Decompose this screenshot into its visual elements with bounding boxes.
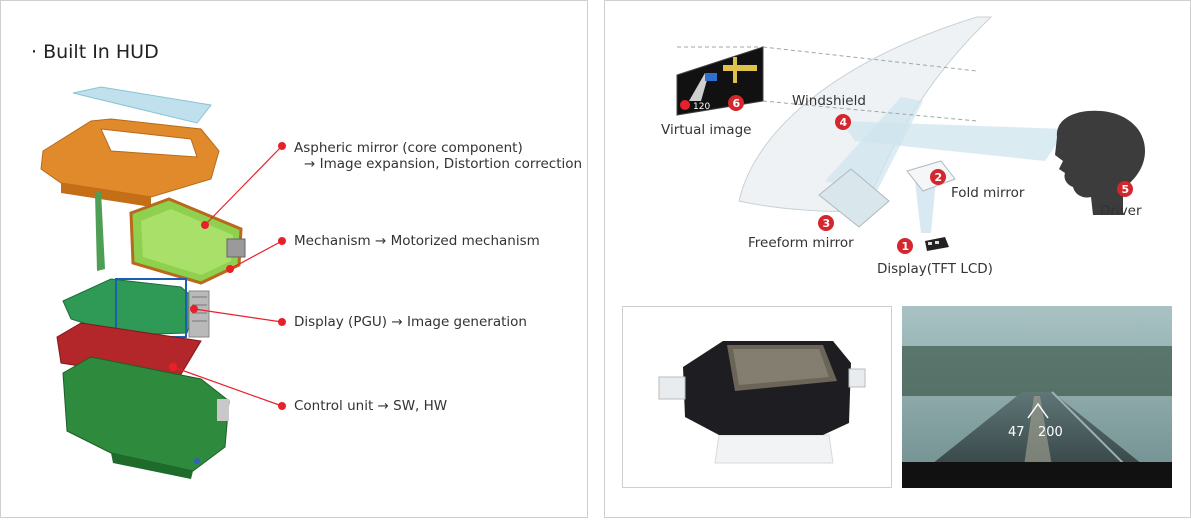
- callout-mechanism: Mechanism → Motorized mechanism: [294, 233, 540, 249]
- road-hud-scene: 47 200: [902, 306, 1172, 488]
- hud-unit-illustration: [658, 341, 866, 464]
- green-housing: [62, 356, 230, 479]
- callout-display: Display (PGU) → Image generation: [294, 314, 527, 330]
- virtual-image-panel: 120: [676, 46, 764, 116]
- virtual-image-speed: 120: [693, 102, 710, 112]
- beam-lower: [825, 97, 923, 191]
- hud-exploded-view: [40, 86, 286, 479]
- hud-unit-photo: [622, 306, 892, 488]
- road-hud-photo: 47 200: [902, 306, 1172, 488]
- marker-6: [728, 95, 744, 111]
- label-freeform-mirror: Freeform mirror: [748, 235, 854, 251]
- marker-6-label: 6: [733, 97, 741, 110]
- road-hud-speed: 47: [1008, 425, 1025, 440]
- windshield-shape: [738, 16, 993, 213]
- projection-lines: [677, 46, 978, 122]
- marker-3: [818, 215, 834, 231]
- marker-1-label: 1: [902, 240, 910, 253]
- callout-label: Aspheric mirror (core component): [294, 140, 523, 156]
- callout-sublabel: → Image expansion, Distortion correction: [304, 156, 583, 172]
- display-lcd: [925, 237, 949, 251]
- freeform-mirror: [818, 168, 890, 228]
- left-panel: · Built In HUD: [0, 0, 588, 518]
- marker-2: [930, 169, 946, 185]
- road-hud-limit: 200: [1038, 425, 1063, 440]
- label-virtual-image: Virtual image: [661, 122, 752, 138]
- label-windshield: Windshield: [792, 93, 866, 109]
- callout-control-unit: Control unit → SW, HW: [294, 398, 448, 414]
- pgu-bracket: [62, 278, 210, 338]
- aspheric-mirror: [129, 197, 246, 285]
- marker-3-label: 3: [823, 217, 831, 230]
- marker-4: [835, 114, 851, 130]
- panel-title: · Built In HUD: [31, 41, 159, 63]
- label-driver: Driver: [1100, 203, 1142, 219]
- label-fold-mirror: Fold mirror: [951, 185, 1025, 201]
- orange-frame: [40, 118, 220, 207]
- marker-1: [897, 238, 913, 254]
- cover-glass: [72, 86, 212, 124]
- driver-head: [1055, 110, 1145, 215]
- marker-5: [1117, 181, 1133, 197]
- hud-optics-diagram: 120 1 2 3 4 5 6: [676, 16, 1145, 254]
- marker-4-label: 4: [840, 116, 848, 129]
- green-stand: [95, 191, 105, 271]
- numbered-markers: 1 2 3 4 5 6: [728, 95, 1133, 254]
- marker-2-label: 2: [935, 171, 943, 184]
- label-display: Display(TFT LCD): [877, 261, 993, 277]
- marker-5-label: 5: [1122, 183, 1130, 196]
- callout-lines: [169, 142, 286, 410]
- callout-aspheric-mirror: Aspheric mirror (core component) → Image…: [294, 140, 582, 172]
